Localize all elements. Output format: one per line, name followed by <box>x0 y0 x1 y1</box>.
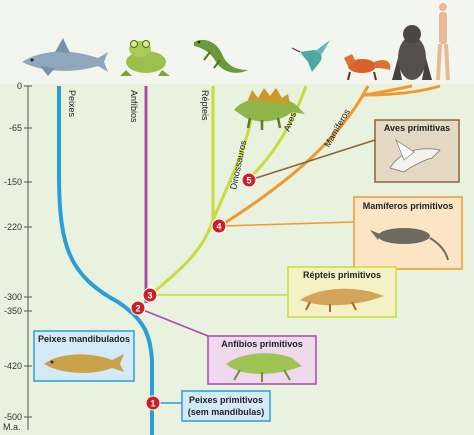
lineage-label-fish: Peixes <box>67 90 77 118</box>
marker-label: 2 <box>135 304 140 314</box>
box-early-mammals: Mamíferos primitivos <box>353 196 463 270</box>
lineage-label-reptiles: Répteis <box>200 90 210 121</box>
fish-branch <box>57 86 154 435</box>
box-title-line2: (sem mandíbulas) <box>188 407 265 417</box>
dinosaur-branch <box>211 119 253 221</box>
marker-label: 3 <box>147 291 152 301</box>
box-title: Anfíbios primitivos <box>221 339 303 349</box>
box-title: Aves primitivas <box>384 123 450 133</box>
tick-label: -220 <box>4 222 22 232</box>
box-early-amphibians: Anfíbios primitivos <box>207 335 317 385</box>
box-title-line1: Peixes primitivos <box>189 395 263 405</box>
tick-label: -350 <box>4 306 22 316</box>
tick-label: -300 <box>4 292 22 302</box>
early-reptile-illustration <box>300 288 384 312</box>
tick-label: -150 <box>4 177 22 187</box>
lizard-illustration <box>194 39 248 73</box>
fox-illustration <box>344 54 391 81</box>
gorilla-illustration <box>392 25 432 80</box>
time-axis: 0 -65 -150 -220 -300 -350 -420 -500 M.a. <box>3 81 32 432</box>
hummingbird-illustration <box>291 40 330 72</box>
frog-illustration <box>120 40 170 76</box>
box-jawed-fish: Peixes mandibulados <box>33 330 135 382</box>
stegosaurus-illustration <box>234 88 305 130</box>
box-early-birds: Aves primitivas <box>374 119 460 183</box>
early-amphibian-illustration <box>226 353 302 382</box>
marker-3: 3 <box>142 287 158 303</box>
box-title: Peixes mandibulados <box>38 334 130 344</box>
callout-connectors <box>107 139 376 404</box>
axis-unit-label: M.a. <box>3 422 21 432</box>
shark-illustration <box>22 38 108 76</box>
early-mammal-illustration <box>370 228 449 261</box>
archaeopteryx-illustration <box>389 138 441 173</box>
tick-label: -500 <box>4 412 22 422</box>
marker-1: 1 <box>145 395 161 411</box>
lineage-label-amphibians: Anfíbios <box>129 90 139 123</box>
marker-label: 1 <box>150 399 155 409</box>
tick-label: 0 <box>17 81 22 91</box>
box-jawless-fish: Peixes primitivos (sem mandíbulas) <box>181 390 271 422</box>
marker-label: 4 <box>216 222 221 232</box>
box-title: Répteis primitivos <box>303 270 381 280</box>
box-title: Mamíferos primitivos <box>363 201 454 211</box>
marker-label: 5 <box>246 176 251 186</box>
marker-2: 2 <box>130 300 146 316</box>
human-illustration <box>436 3 450 81</box>
reptile-branch <box>148 86 215 298</box>
mammal-branch-human <box>363 84 441 97</box>
jawed-fish-illustration <box>44 354 124 373</box>
tick-label: -65 <box>9 123 22 133</box>
tick-label: -420 <box>4 361 22 371</box>
box-early-reptiles: Répteis primitivos <box>287 266 397 318</box>
marker-5: 5 <box>241 172 257 188</box>
marker-4: 4 <box>211 218 227 234</box>
